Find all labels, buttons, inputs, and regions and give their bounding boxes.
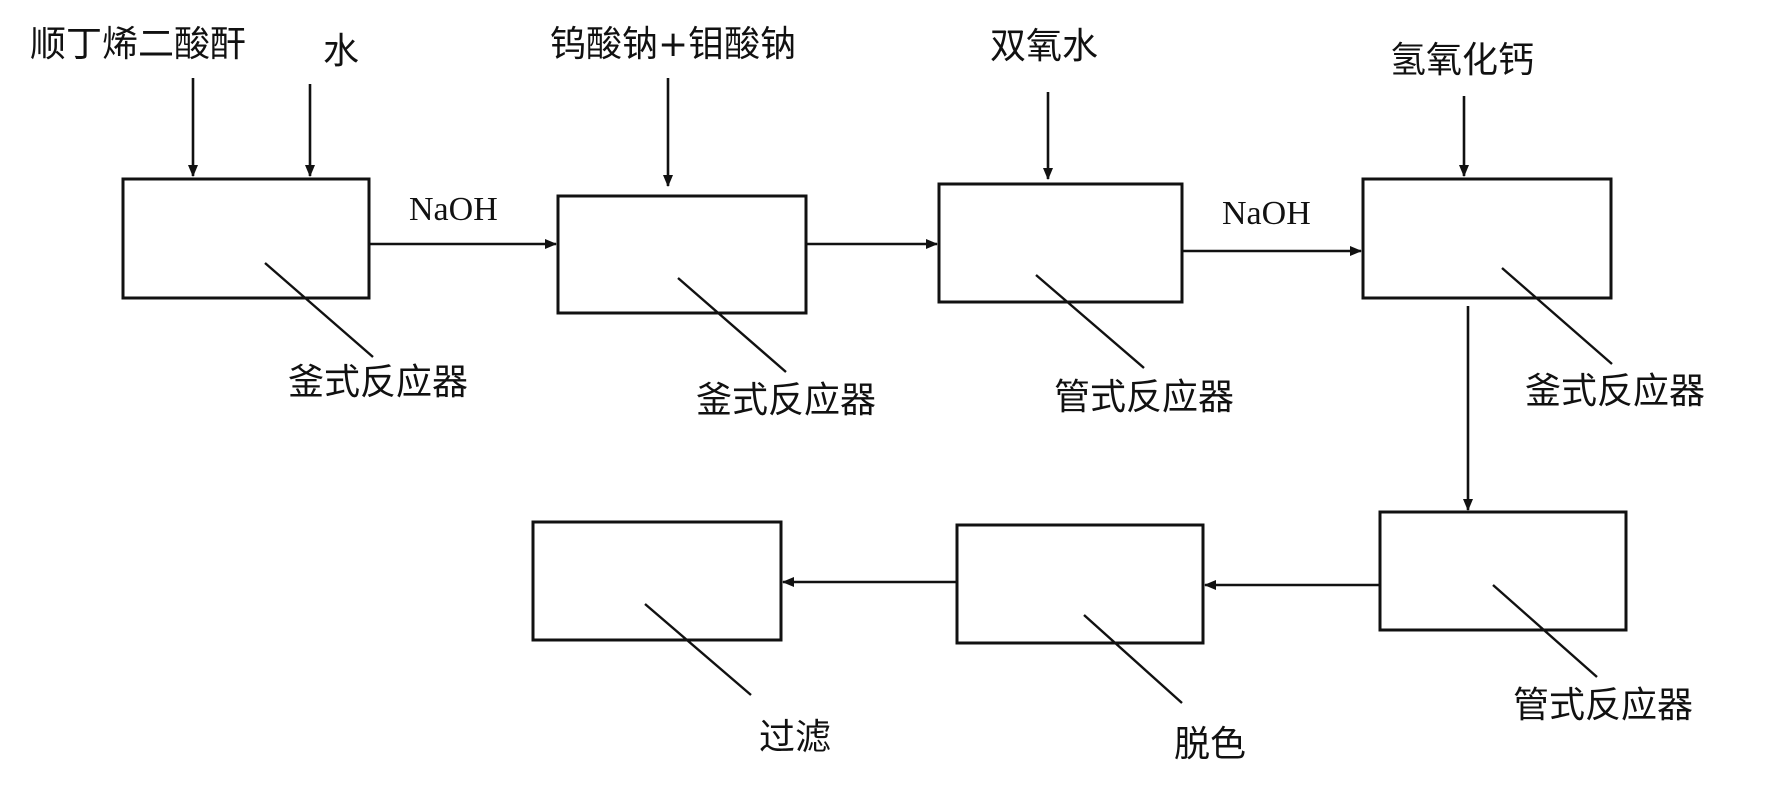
leader-line-reactor-1 (264, 262, 374, 358)
flow-label-naoh-2: NaOH (1222, 195, 1311, 232)
equipment-label-reactor-1: 釜式反应器 (288, 362, 468, 403)
leader-line-reactor-4 (1501, 267, 1613, 365)
input-label-water: 水 (323, 31, 359, 72)
reactor-4-box (1361, 177, 1613, 300)
input-label-maleic-anhydride: 顺丁烯二酸酐 (30, 24, 246, 65)
leader-line-reactor-3 (1035, 274, 1145, 369)
leader-line-decolorize (1083, 614, 1183, 704)
equipment-label-reactor-4: 釜式反应器 (1525, 371, 1705, 412)
equipment-label-filter: 过滤 (759, 717, 831, 758)
filter-box (531, 520, 783, 642)
reactor-5-box (1378, 510, 1628, 632)
leader-line-reactor-5 (1492, 584, 1598, 678)
flow-label-naoh-1: NaOH (409, 191, 498, 228)
equipment-label-reactor-5: 管式反应器 (1513, 685, 1693, 726)
reactor-2-box (556, 194, 808, 315)
leader-line-filter (644, 603, 752, 696)
leader-line-reactor-2 (677, 277, 787, 373)
decolorize-box (955, 523, 1205, 645)
reactor-1-box (121, 177, 371, 300)
input-label-catalyst: 钨酸钠+钼酸钠 (550, 24, 796, 65)
equipment-label-decolorize: 脱色 (1174, 724, 1246, 765)
input-label-hydrogen-peroxide: 双氧水 (990, 26, 1098, 67)
equipment-label-reactor-3: 管式反应器 (1054, 377, 1234, 418)
input-label-calcium-hydroxide: 氢氧化钙 (1390, 40, 1534, 81)
equipment-label-reactor-2: 釜式反应器 (696, 380, 876, 421)
reactor-3-box (937, 182, 1184, 304)
